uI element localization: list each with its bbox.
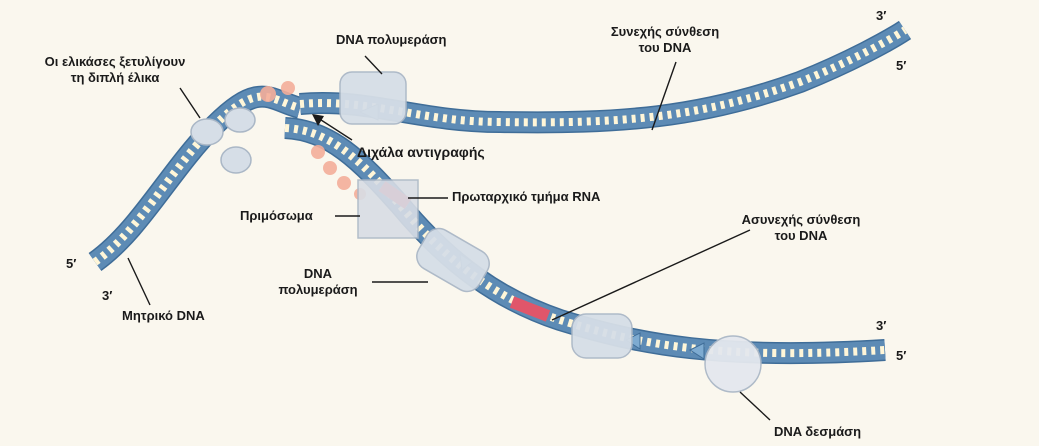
- primosome-label: Πριμόσωμα: [240, 208, 313, 224]
- replication-fork-label: Διχάλα αντιγραφής: [357, 144, 485, 160]
- primosome-shape: [358, 180, 418, 238]
- polymerase-lower-label: DNA πολυμεράση: [268, 266, 368, 298]
- helicases-label: Οι ελικάσες ξετυλίγουν τη διπλή έλικα: [10, 54, 220, 86]
- polymerase-top-shape: [340, 72, 406, 124]
- end-lower-right-top: 3′: [876, 318, 886, 334]
- continuous-synthesis-label: Συνεχής σύνθεση του DNA: [590, 24, 740, 56]
- end-upper-right-top: 3′: [876, 8, 886, 24]
- end-lower-right-bottom: 5′: [896, 348, 906, 364]
- discontinuous-synthesis-label: Ασυνεχής σύνθεση του DNA: [726, 212, 876, 244]
- ligase-label: DNA δεσμάση: [774, 424, 861, 440]
- parental-dna-label: Μητρικό DNA: [122, 308, 205, 324]
- ligase-shape: [705, 336, 761, 392]
- end-left-top: 5′: [66, 256, 76, 272]
- rna-primer-label: Πρωταρχικό τμήμα RNA: [452, 189, 600, 205]
- polymerase-top-label: DNA πολυμεράση: [336, 32, 446, 48]
- end-left-bottom: 3′: [102, 288, 112, 304]
- polymerase-okazaki-shape: [572, 314, 632, 358]
- end-upper-right-bottom: 5′: [896, 58, 906, 74]
